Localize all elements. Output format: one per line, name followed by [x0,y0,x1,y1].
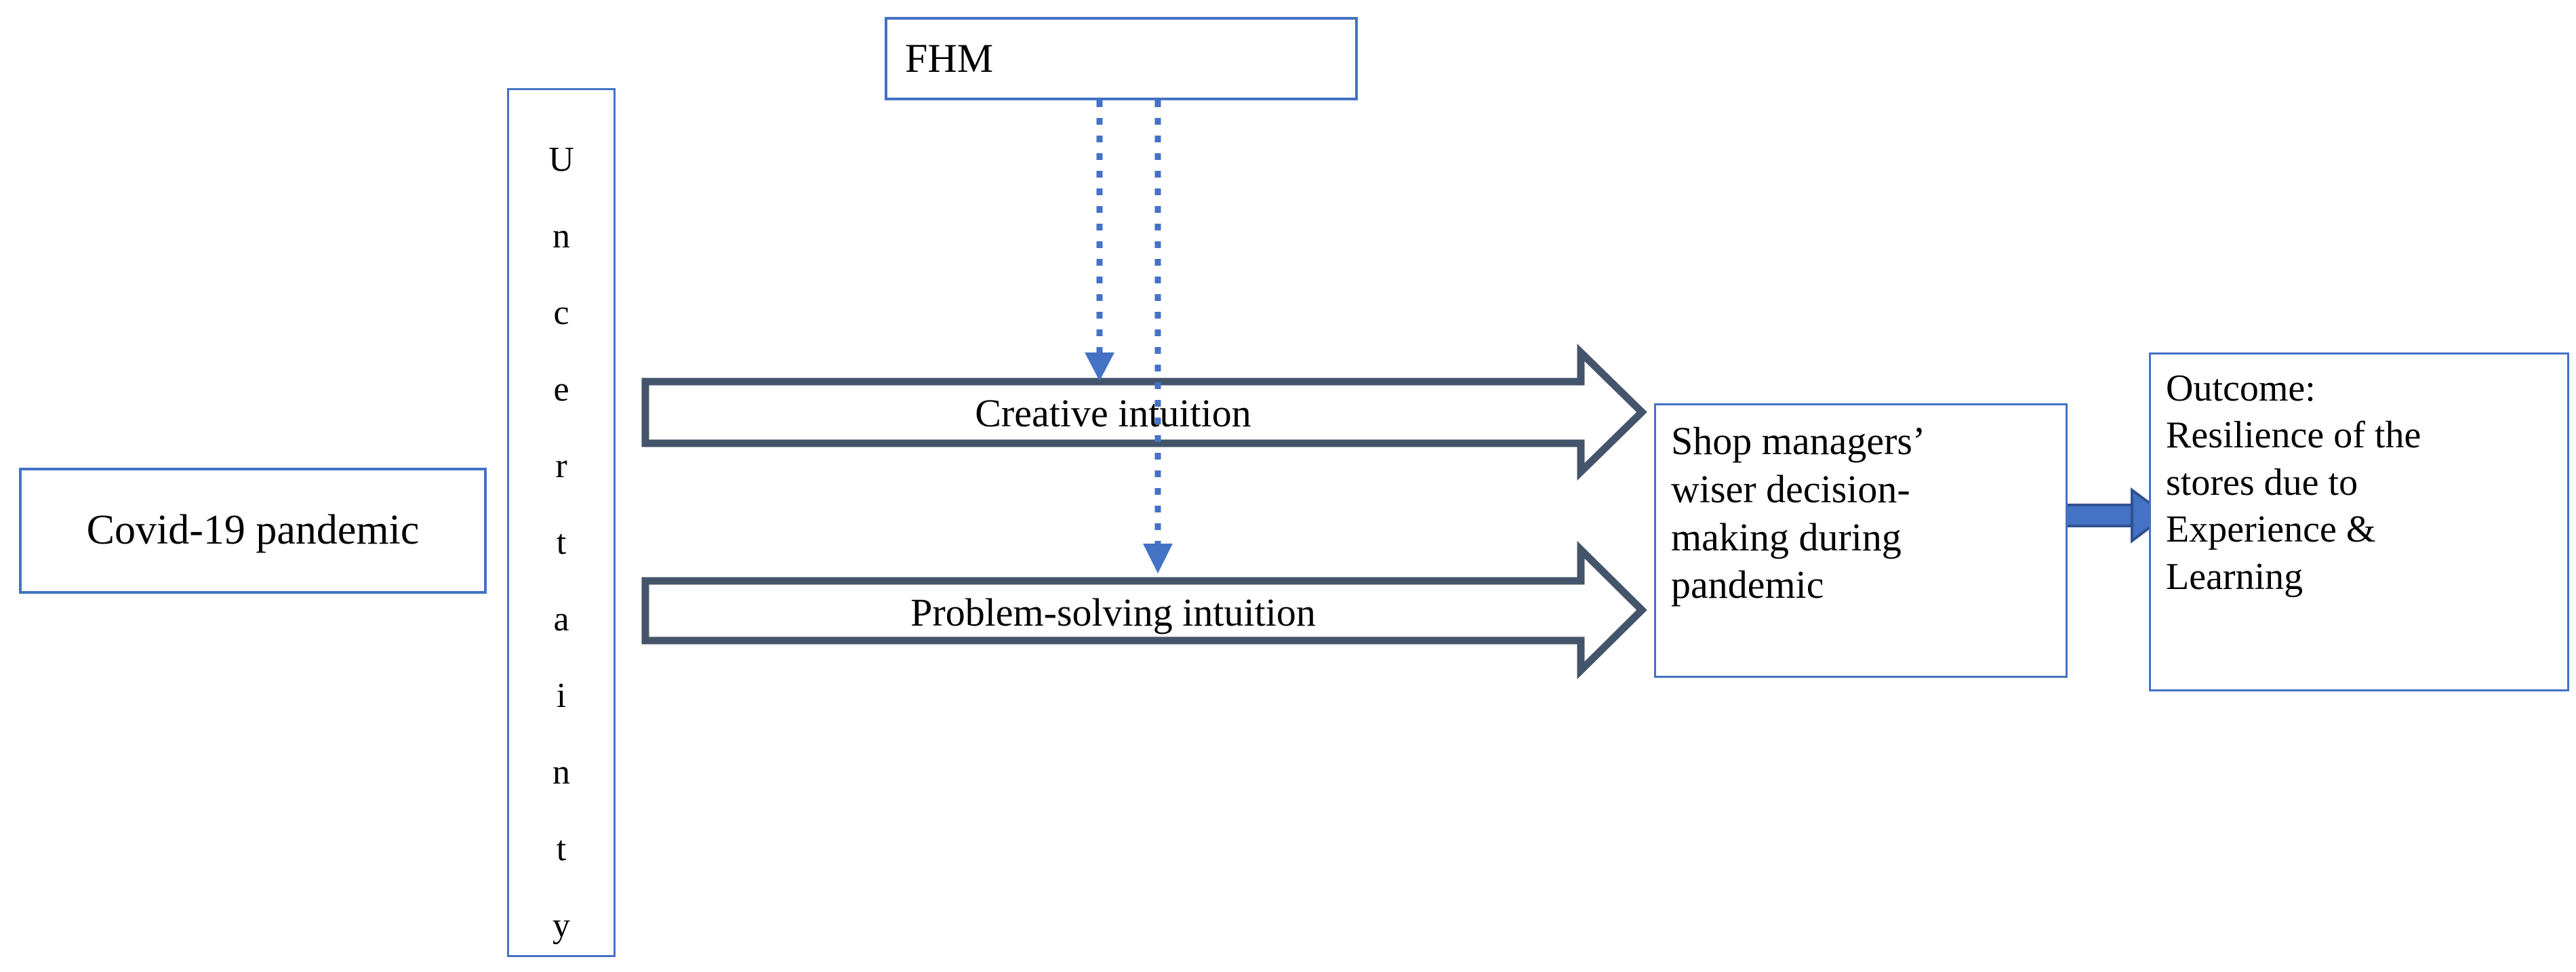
uncertainty-letter: e [553,370,569,409]
uncertainty-box[interactable]: U n c e r t a i n t y [507,88,616,957]
fhm-label: FHM [905,36,994,81]
uncertainty-letter: r [555,447,567,485]
uncertainty-letter: n [552,753,570,792]
uncertainty-letter: n [552,217,570,256]
fhm-to-problem-solving-arrowhead-icon [1143,544,1173,573]
shop-managers-decision-label: Shop managers’ wiser decision- making du… [1671,419,1926,607]
outcome-label: Outcome: Resilience of the stores due to… [2166,367,2421,598]
uncertainty-letter: c [553,293,569,332]
outcome-box[interactable]: Outcome: Resilience of the stores due to… [2149,352,2569,691]
uncertainty-letter: y [552,906,570,945]
fhm-box[interactable]: FHM [885,17,1358,100]
covid-pandemic-box[interactable]: Covid-19 pandemic [19,468,487,594]
shop-managers-decision-box[interactable]: Shop managers’ wiser decision- making du… [1654,403,2068,678]
uncertainty-letter: t [556,830,567,868]
problem-solving-intuition-label: Problem-solving intuition [910,590,1316,634]
fhm-to-creative-arrowhead-icon [1085,352,1114,381]
uncertainty-letter: a [553,600,569,639]
uncertainty-letter: U [548,140,574,179]
creative-intuition-label: Creative intuition [975,391,1251,435]
uncertainty-letter: i [556,676,567,715]
uncertainty-label-vertical: U n c e r t a i n t y [509,121,613,964]
covid-pandemic-label: Covid-19 pandemic [86,507,420,554]
uncertainty-letter: t [556,523,567,562]
